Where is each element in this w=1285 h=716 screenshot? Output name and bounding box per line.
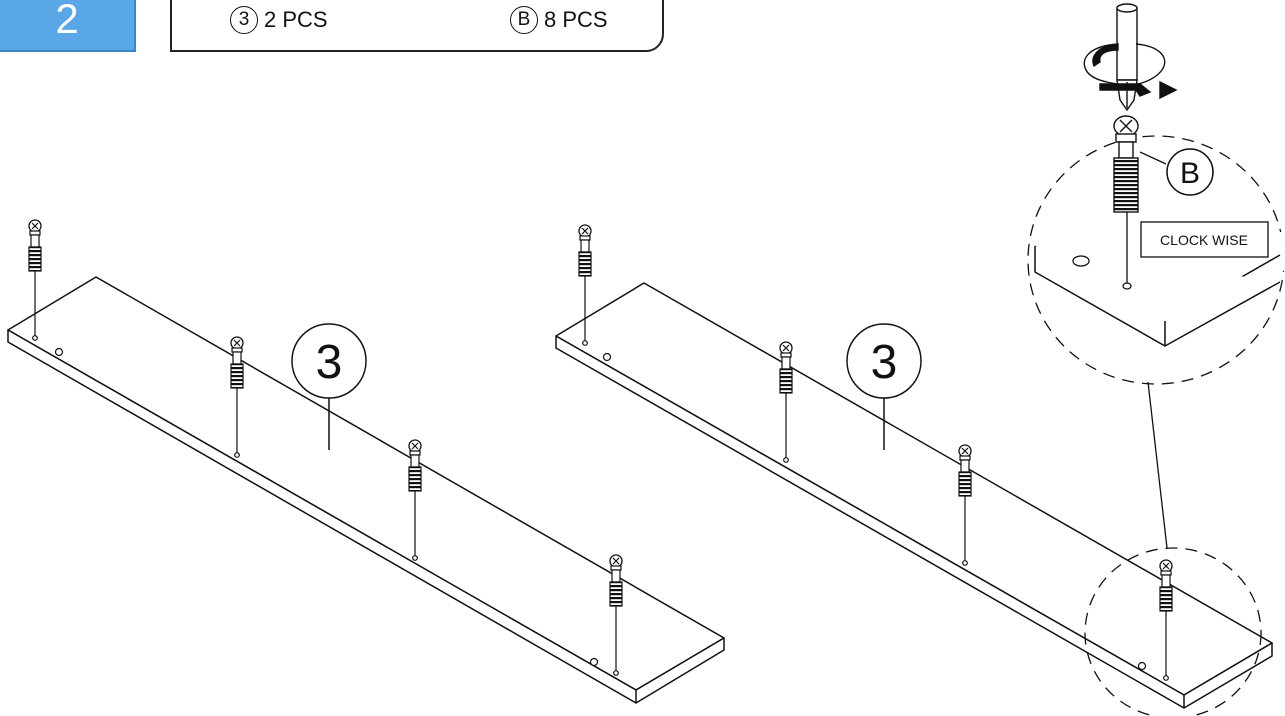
dowel-hole xyxy=(1072,255,1090,267)
callout-circle-panel-right xyxy=(846,323,922,399)
step-number-badge: 2 xyxy=(0,0,136,52)
parts-list-item-panel: 3 2 PCS xyxy=(230,6,328,34)
part-quantity: 8 PCS xyxy=(544,7,608,32)
dowel-hole xyxy=(602,352,612,362)
screwdriver-icon xyxy=(1116,3,1138,112)
direction-note: CLOCK WISE xyxy=(1160,232,1248,248)
detail-source-circle xyxy=(1084,547,1262,716)
panel-left xyxy=(7,276,725,704)
part-id-badge: 3 xyxy=(230,6,258,34)
clockwise-arrow-icon xyxy=(1083,43,1178,100)
dowel-hole xyxy=(589,657,599,667)
step-number: 2 xyxy=(55,0,79,42)
callout-label-fastener: B xyxy=(1180,157,1200,190)
parts-list-box: 3 2 PCS B 8 PCS xyxy=(170,0,664,52)
panel-right xyxy=(555,282,1273,709)
callout-circle-panel-left xyxy=(291,323,367,399)
callout-circle-fastener xyxy=(1166,148,1214,196)
cam-bolt-enlarged xyxy=(1113,115,1139,213)
bolt-hole xyxy=(1122,282,1132,290)
dowel-hole xyxy=(54,347,64,357)
detail-leader-line xyxy=(1147,381,1168,549)
part-id-badge: B xyxy=(510,6,538,34)
detail-view: B CLOCK WISE xyxy=(1027,3,1285,385)
callout-label-panel-left: 3 xyxy=(316,336,343,389)
parts-list-item-cam-bolt: B 8 PCS xyxy=(510,6,608,34)
dowel-hole xyxy=(1137,661,1147,671)
callout-label-panel-right: 3 xyxy=(871,336,898,389)
part-quantity: 2 PCS xyxy=(264,7,328,32)
direction-note-box xyxy=(1140,221,1269,258)
